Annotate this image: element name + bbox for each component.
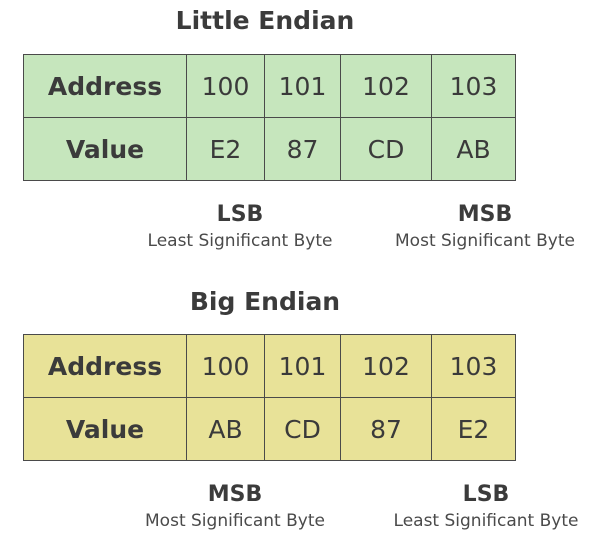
- address-cell: 101: [264, 54, 341, 118]
- address-cell: 102: [340, 334, 432, 398]
- address-cell: 100: [186, 334, 265, 398]
- value-cell: 87: [340, 397, 432, 461]
- address-cell: 101: [264, 334, 341, 398]
- msb-abbr: MSB: [207, 482, 263, 507]
- lsb-abbr: LSB: [462, 482, 510, 507]
- big-endian-table: Address 100 101 102 103 Value AB CD 87 E…: [23, 334, 516, 461]
- address-header: Address: [23, 334, 187, 398]
- address-cell: 103: [431, 54, 516, 118]
- value-cell: 87: [264, 117, 341, 181]
- big-endian-lsb-label: LSB Least Significant Byte: [378, 482, 594, 532]
- value-cell: CD: [340, 117, 432, 181]
- address-header: Address: [23, 54, 187, 118]
- lsb-full: Least Significant Byte: [393, 511, 579, 531]
- value-cell: E2: [186, 117, 265, 181]
- little-endian-lsb-label: LSB Least Significant Byte: [130, 202, 350, 252]
- lsb-full: Least Significant Byte: [147, 231, 333, 251]
- little-endian-msb-label: MSB Most Significant Byte: [380, 202, 590, 252]
- big-endian-title: Big Endian: [189, 287, 341, 316]
- little-endian-title: Little Endian: [175, 6, 355, 35]
- little-endian-address-row: Address 100 101 102 103: [23, 54, 516, 118]
- value-cell: AB: [186, 397, 265, 461]
- big-endian-msb-label: MSB Most Significant Byte: [130, 482, 340, 532]
- value-cell: AB: [431, 117, 516, 181]
- value-header: Value: [23, 397, 187, 461]
- big-endian-address-row: Address 100 101 102 103: [23, 334, 516, 398]
- value-header: Value: [23, 117, 187, 181]
- msb-abbr: MSB: [457, 202, 513, 227]
- value-cell: E2: [431, 397, 516, 461]
- lsb-abbr: LSB: [216, 202, 264, 227]
- little-endian-value-row: Value E2 87 CD AB: [23, 117, 516, 181]
- msb-full: Most Significant Byte: [395, 231, 575, 251]
- big-endian-value-row: Value AB CD 87 E2: [23, 397, 516, 461]
- little-endian-table: Address 100 101 102 103 Value E2 87 CD A…: [23, 54, 516, 181]
- msb-full: Most Significant Byte: [145, 511, 325, 531]
- address-cell: 102: [340, 54, 432, 118]
- address-cell: 103: [431, 334, 516, 398]
- address-cell: 100: [186, 54, 265, 118]
- value-cell: CD: [264, 397, 341, 461]
